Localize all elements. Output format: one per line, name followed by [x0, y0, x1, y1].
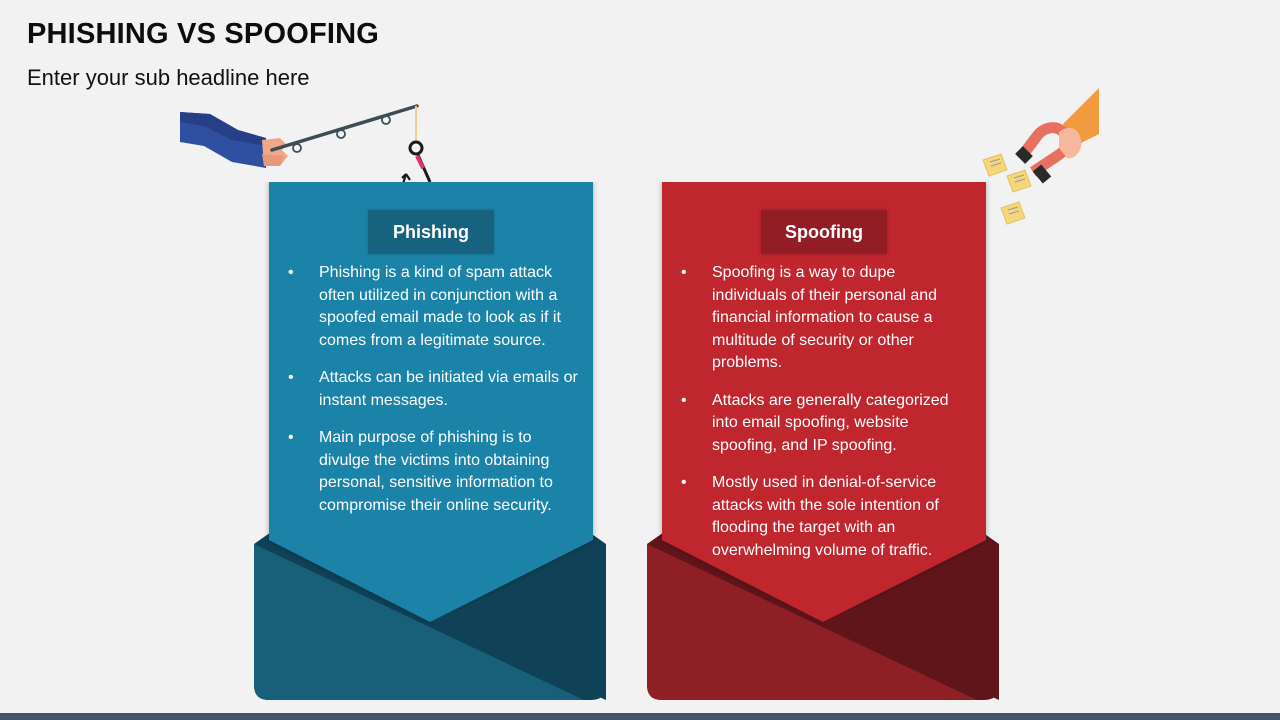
list-item: •Mostly used in denial-of-service attack… [681, 474, 939, 559]
list-item: •Main purpose of phishing is to divulge … [288, 429, 553, 514]
phishing-heading-badge: Phishing [368, 210, 494, 254]
bullet-icon: • [681, 391, 687, 409]
spoofing-card: Spoofing •Spoofing is a way to dupe indi… [647, 182, 999, 701]
envelope-graphic [254, 182, 606, 700]
slide-subtitle: Enter your sub headline here [27, 65, 310, 90]
bullet-icon: • [288, 369, 294, 386]
bullet-icon: • [288, 429, 294, 446]
fishing-rod-hook-icon [180, 104, 432, 202]
magnet-attracting-emails-icon [982, 88, 1099, 225]
bullet-icon: • [288, 264, 294, 281]
list-item: •Attacks can be initiated via emails or … [288, 369, 578, 409]
bullet-icon: • [681, 474, 687, 491]
list-item: •Attacks are generally categorized into … [681, 391, 949, 454]
phishing-card: Phishing •Phishing is a kind of spam att… [254, 182, 606, 701]
bullet-icon: • [681, 264, 687, 281]
spoofing-bullet-list: •Spoofing is a way to dupe individuals o… [672, 262, 972, 577]
envelope-graphic [647, 182, 999, 700]
slide-title: PHISHING VS SPOOFING [27, 18, 380, 50]
footer-bar [0, 713, 1280, 720]
spoofing-heading-badge: Spoofing [761, 210, 887, 254]
phishing-bullet-list: •Phishing is a kind of spam attack often… [279, 262, 579, 532]
list-item: •Phishing is a kind of spam attack often… [288, 264, 561, 349]
list-item: •Spoofing is a way to dupe individuals o… [681, 264, 938, 371]
